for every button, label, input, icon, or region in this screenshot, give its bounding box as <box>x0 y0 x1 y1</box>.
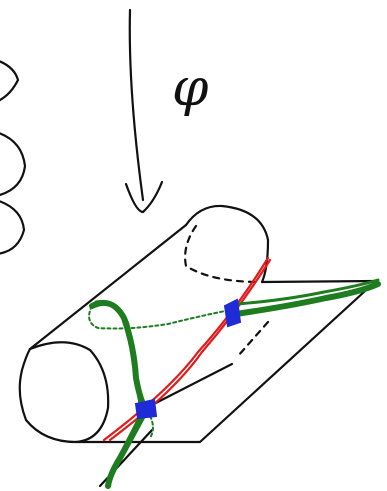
left-arc-top <box>0 60 18 102</box>
sheet-right-edge <box>262 281 376 282</box>
cylinder-near-end <box>20 342 108 442</box>
map-arrow-shaft <box>130 10 143 200</box>
sheet-inner-crease <box>146 364 232 408</box>
cylinder-top-edge <box>30 225 186 349</box>
green-tail-hidden <box>150 416 153 438</box>
cylinder-far-end-hidden <box>185 226 260 282</box>
green-loop-hidden <box>89 306 230 329</box>
map-arrow-head <box>126 182 162 212</box>
cylinder-far-end <box>186 206 268 282</box>
map-label-phi: φ <box>172 62 208 114</box>
left-circle-bottom <box>0 200 24 254</box>
sheet-hidden-edge <box>238 322 268 356</box>
left-circle-middle <box>0 132 25 196</box>
blue-point-upper <box>225 300 240 326</box>
blue-point-lower <box>136 400 156 418</box>
